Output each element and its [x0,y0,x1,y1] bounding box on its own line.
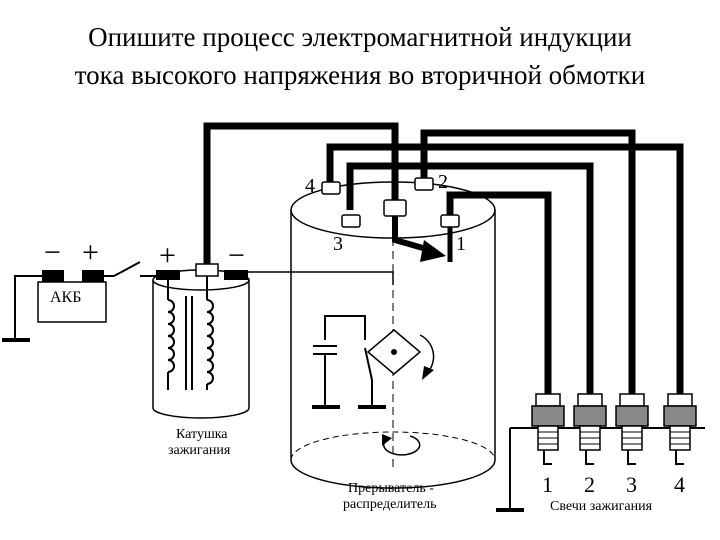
battery-minus-sign: − [44,236,61,269]
title-line-1: Опишите процесс электромагнитной индукци… [88,22,632,52]
spark-plug-1 [531,393,565,465]
battery: АКБ − + [2,236,160,342]
coil-label-line-2: зажигания [168,443,231,458]
terminal-label-2: 2 [438,171,448,193]
hv-wires [203,122,684,395]
cam-center [391,349,397,355]
terminal-label-4: 4 [305,175,315,197]
low-voltage-wire [240,271,394,285]
distributor-bottom-back [290,431,496,461]
terminal-label-3: 3 [333,233,343,255]
cap-terminal-center [383,199,407,217]
cap-terminal-4 [321,181,341,195]
cap-terminals [321,177,460,228]
coil-label-line-1: Катушка [176,427,228,442]
hv-wire-plug-1 [420,129,636,395]
secondary-winding [206,299,214,385]
ignition-coil: + − Катушка зажигания [152,239,250,458]
spark-plug-3 [615,393,649,465]
distributor: 4 2 3 1 Прерыватель - распределитель [240,171,496,512]
coil-can [152,280,250,419]
coil-windings [167,276,214,390]
coil-terminal-plus [156,270,180,280]
hv-wire-plug-4 [326,143,684,395]
battery-label: АКБ [50,289,81,306]
battery-body [37,281,107,323]
terminal-label-1: 1 [456,233,466,255]
shaft-rotation-arrow-icon [382,435,421,456]
spark-plug-4 [663,393,697,465]
ignition-switch [113,261,141,277]
page-title: Опишите процесс электромагнитной индукци… [0,18,720,94]
breaker-circuit [240,271,394,409]
cam-rotation-arrow-head [422,366,434,380]
capacitor-lead-top [324,315,366,340]
spark-plugs-label: Свечи зажигания [550,499,653,514]
cap-terminal-3 [341,214,361,228]
cam-rotation-arrow-icon [419,334,435,373]
spark-plugs: 1 2 3 4 Свечи зажигания [496,393,705,514]
shaft-rotation-arrow-head [382,434,392,446]
cap-terminal-2 [414,177,434,191]
battery-terminal-plus [82,270,104,282]
coil-minus-sign: − [228,239,245,272]
distributor-bottom-front [290,459,496,489]
rotor-arm [392,216,431,253]
title-line-2: тока высокого напряжения во вторичной об… [74,60,646,90]
hv-wire-plug-2 [446,191,552,395]
rotor-arrow-head [420,240,446,262]
plug-number-1: 1 [542,472,553,497]
distributor-label-line-2: распределитель [343,497,436,512]
distributor-label-line-1: Прерыватель - [348,481,434,496]
plug-number-2: 2 [584,472,595,497]
spark-plug-2 [573,393,607,465]
coil-terminal-hv [195,263,219,277]
battery-terminal-minus [42,270,64,282]
coil-terminal-minus [224,270,248,280]
hv-wire-plug-3 [346,162,594,395]
primary-winding [167,299,175,373]
plug-number-3: 3 [626,472,637,497]
coil-plus-sign: + [159,239,176,272]
battery-ground-wire [14,275,42,338]
battery-plus-sign: + [82,236,99,269]
cap-terminal-1 [440,214,460,228]
plug-number-4: 4 [674,472,685,497]
breaker-contact-arm [364,347,373,381]
